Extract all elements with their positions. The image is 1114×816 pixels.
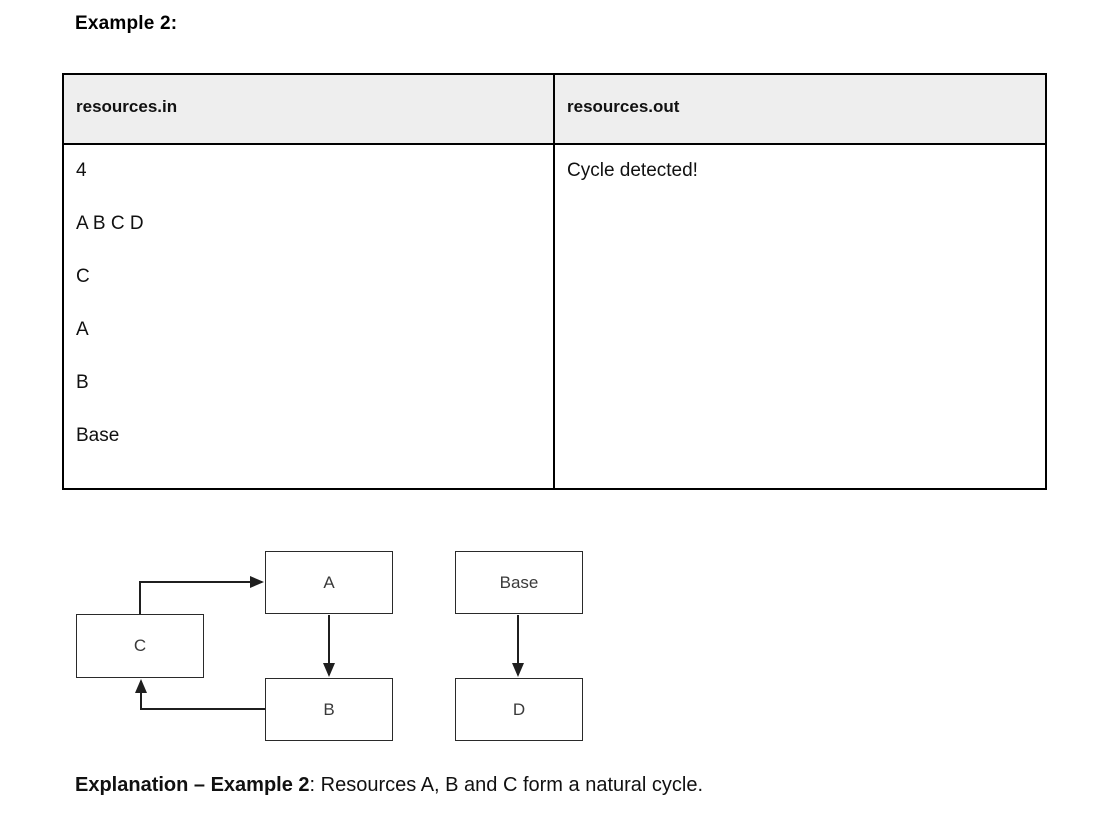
input-line: Base xyxy=(76,425,120,446)
explanation-paragraph: Explanation – Example 2: Resources A, B … xyxy=(75,774,703,797)
table-body-row: 4 A B C D C A B Base Cycle detected! xyxy=(64,145,1045,488)
edge-c-to-a xyxy=(139,576,264,614)
arrow-layer xyxy=(135,576,524,710)
example-heading: Example 2: xyxy=(75,13,178,34)
cell-resources-in: 4 A B C D C A B Base xyxy=(64,145,555,488)
dependency-diagram: A Base C B D xyxy=(0,540,660,770)
node-d-label: D xyxy=(512,699,526,719)
node-a: A xyxy=(265,551,393,614)
explanation-bold: Explanation – Example 2 xyxy=(75,774,310,796)
header-resources-out: resources.out xyxy=(567,97,680,116)
input-line: A xyxy=(76,319,89,340)
node-c: C xyxy=(76,614,204,678)
node-a-label: A xyxy=(323,572,335,592)
node-b: B xyxy=(265,678,393,741)
node-base-label: Base xyxy=(499,572,539,592)
table-header-row: resources.in resources.out xyxy=(64,75,1045,145)
input-line: B xyxy=(76,372,89,393)
input-line: 4 xyxy=(76,160,87,181)
input-line: A B C D xyxy=(76,213,144,234)
output-line: Cycle detected! xyxy=(567,160,698,181)
header-resources-in: resources.in xyxy=(64,75,555,143)
edge-b-to-c xyxy=(135,679,265,710)
node-base: Base xyxy=(455,551,583,614)
node-c-label: C xyxy=(133,636,147,655)
input-line: C xyxy=(76,266,90,287)
cell-resources-out: Cycle detected! xyxy=(555,145,1045,488)
node-d: D xyxy=(455,678,583,741)
explanation-regular: : Resources A, B and C form a natural cy… xyxy=(309,774,704,796)
node-b-label: B xyxy=(323,699,335,719)
io-table: resources.in resources.out 4 A B C D C A… xyxy=(62,73,1047,490)
